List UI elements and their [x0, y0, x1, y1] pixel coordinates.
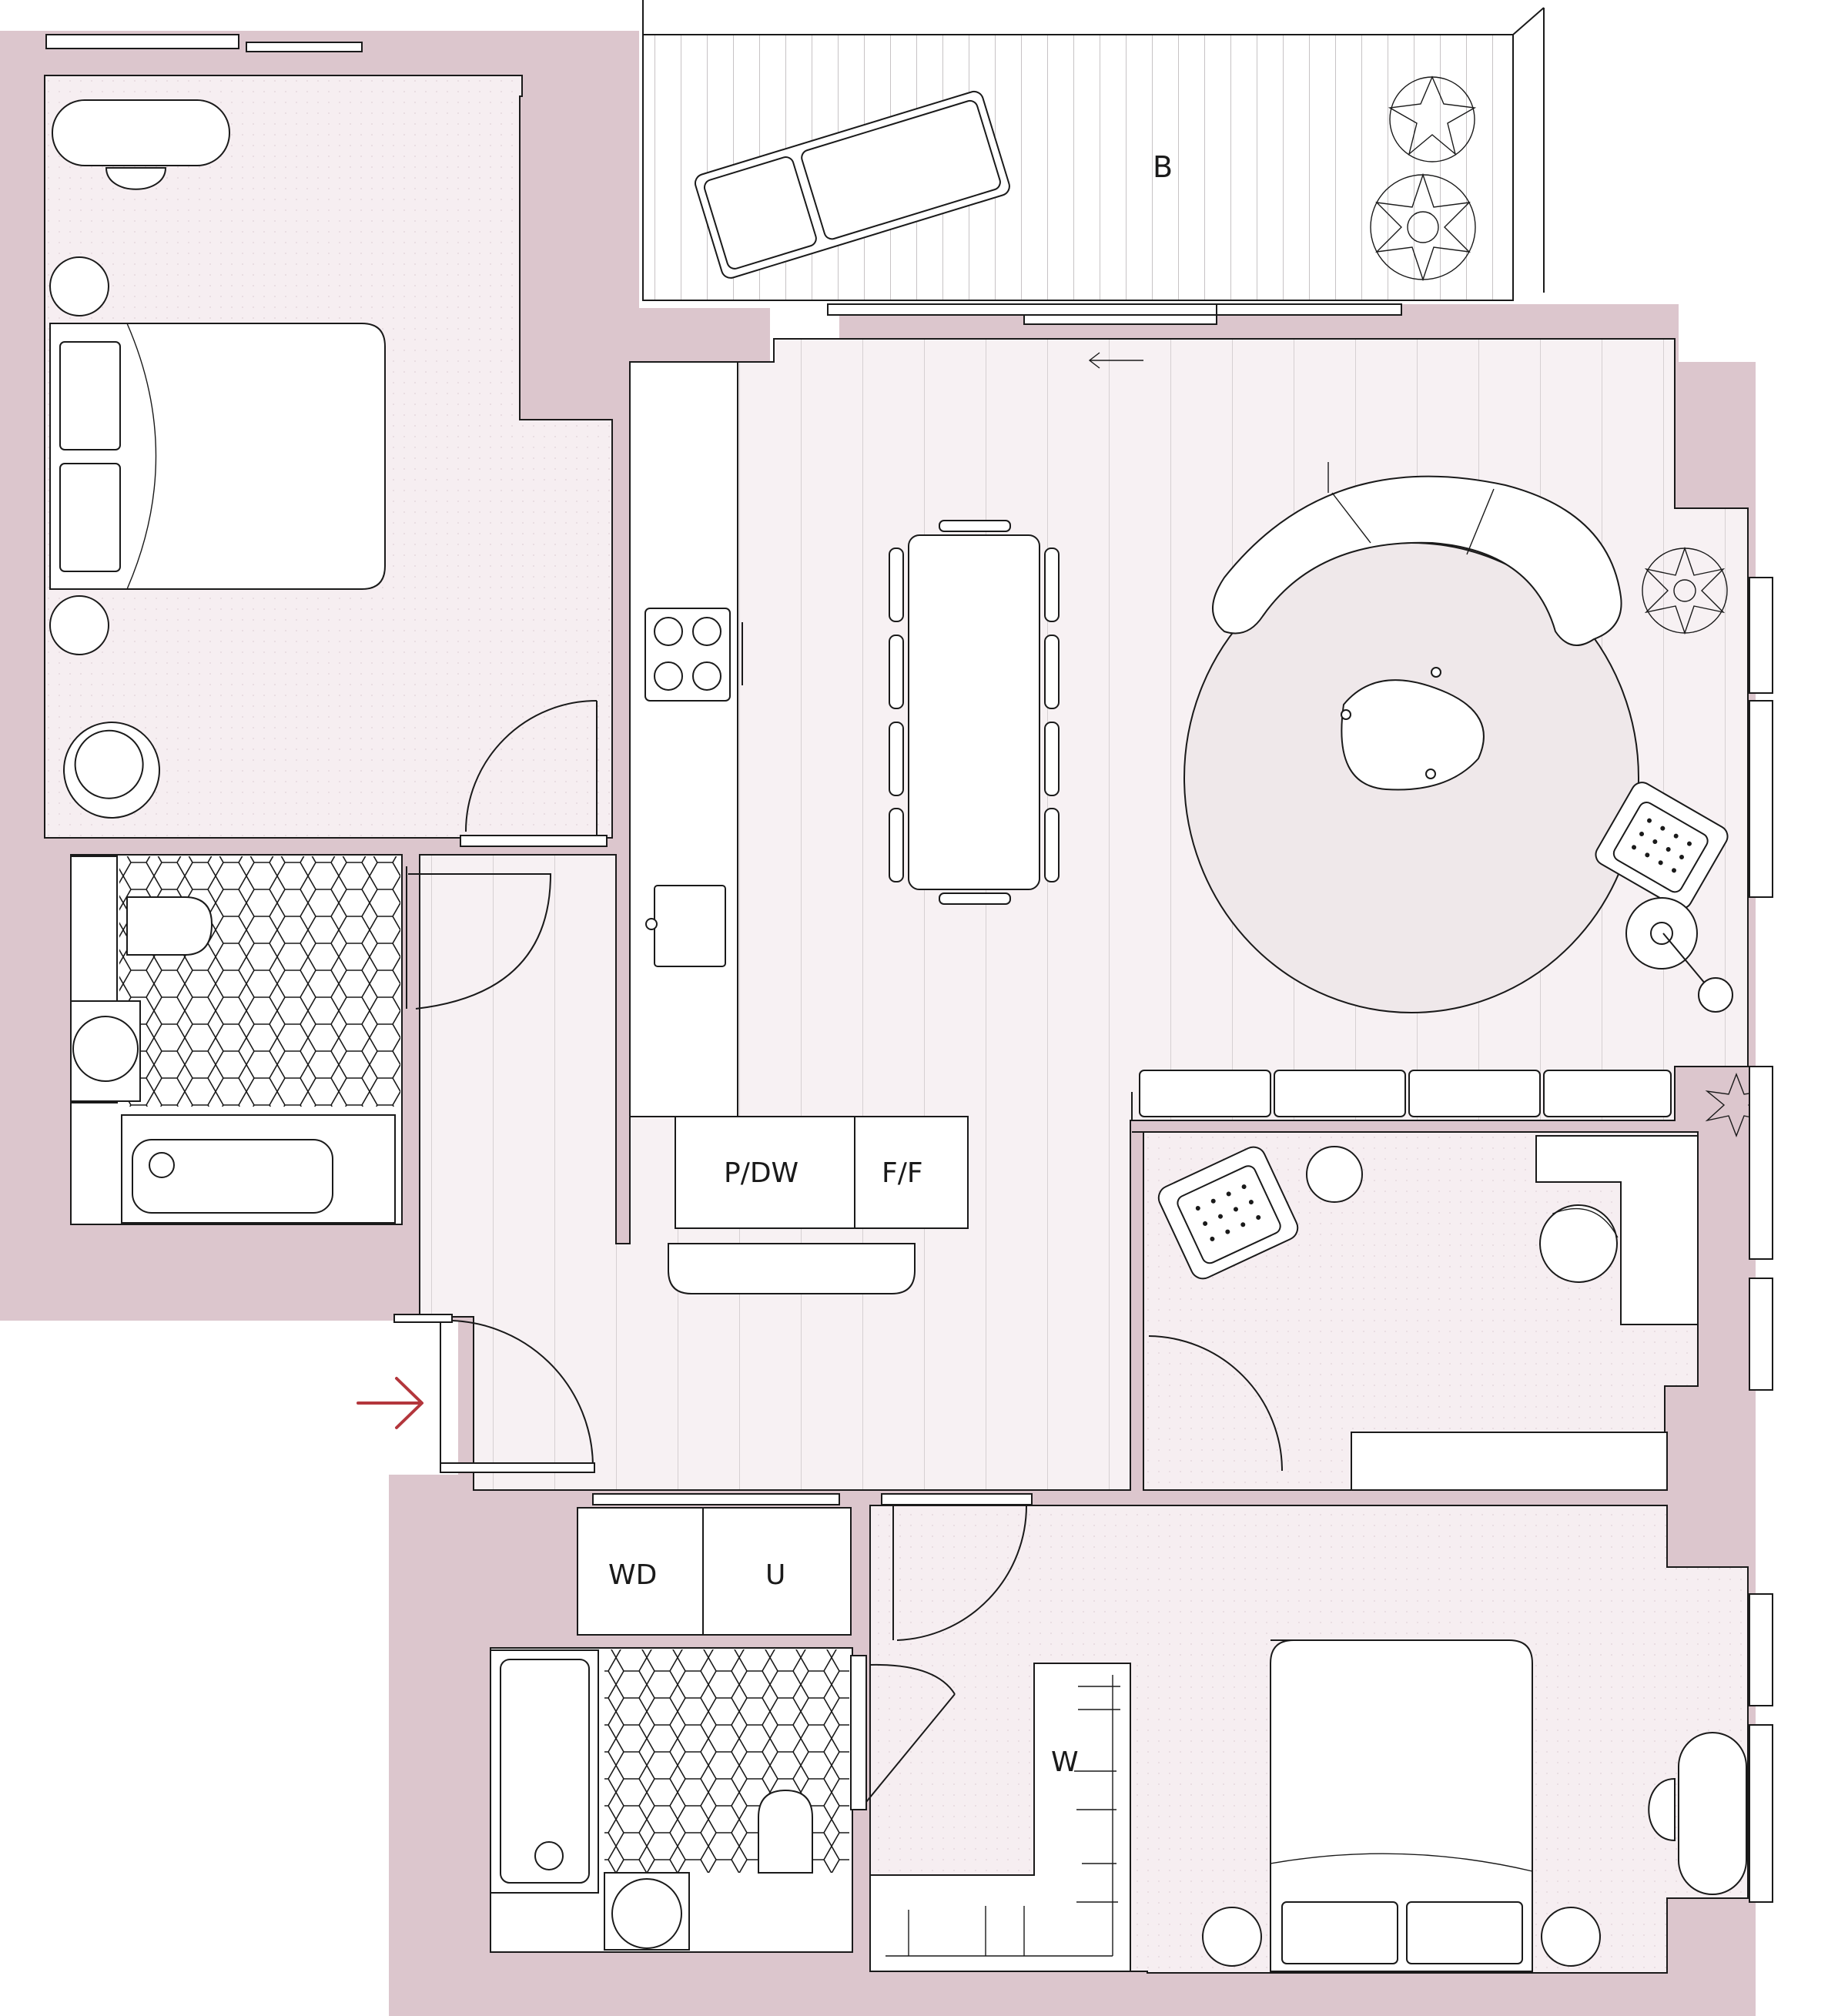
plant-icon	[1388, 75, 1477, 162]
washer-dryer-label: WD	[608, 1559, 657, 1591]
bathroom-1-tiles	[119, 856, 400, 1107]
pantry-dishwasher-label: P/DW	[724, 1157, 798, 1189]
utility-label: U	[765, 1559, 785, 1591]
dining	[889, 520, 1060, 905]
plant-icon	[1642, 546, 1728, 635]
plant-icon	[1370, 172, 1476, 282]
sun-lounger	[694, 90, 1010, 279]
bathroom-1	[70, 856, 552, 1224]
bedroom-2: W	[881, 1493, 1773, 1972]
study	[1143, 1066, 1773, 1491]
balcony: B	[642, 0, 1545, 300]
kitchen: P/DW F/F	[629, 361, 969, 1294]
hallway	[357, 1314, 595, 1473]
utility: WD U	[577, 1493, 852, 1636]
arrow-left-icon	[1088, 352, 1143, 369]
fridge-freezer-label: F/F	[882, 1157, 923, 1189]
arrow-right-icon	[357, 1377, 424, 1429]
bathroom-2	[490, 1649, 956, 1951]
living	[827, 303, 1773, 1120]
wardrobe-floor	[869, 1663, 1131, 1972]
balcony-label: B	[1153, 150, 1173, 184]
wardrobe-label: W	[1051, 1746, 1079, 1778]
bedroom-1	[45, 34, 608, 847]
